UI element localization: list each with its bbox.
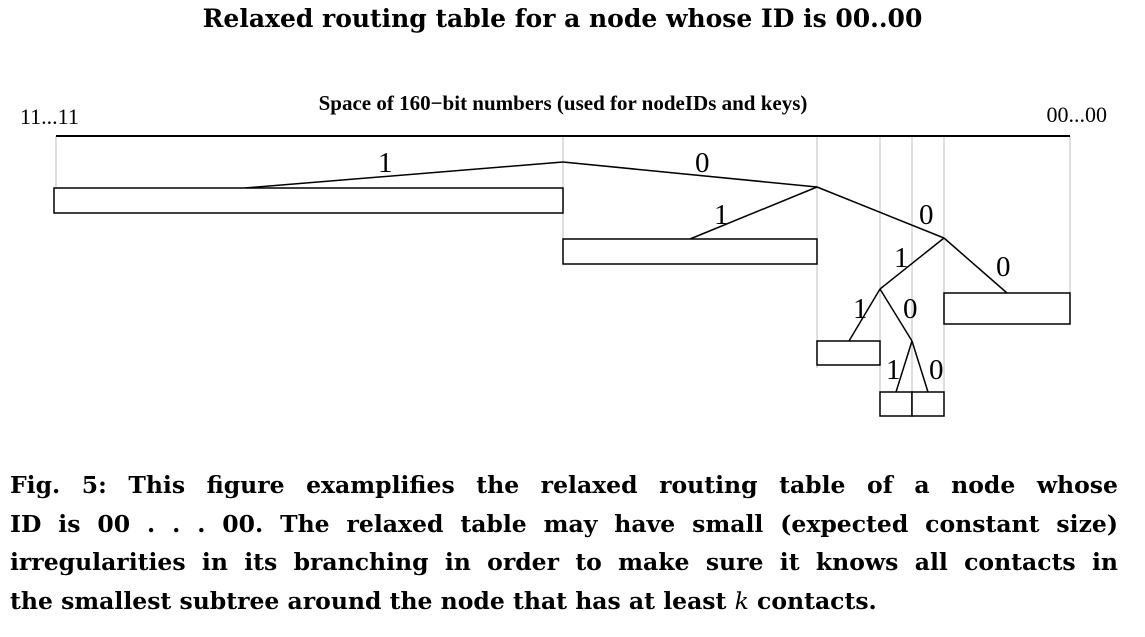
edge-root-0 bbox=[562, 161, 818, 188]
branch-label: 1 bbox=[714, 199, 729, 231]
edge-l3-0 bbox=[943, 237, 1008, 294]
bucket-prefix-01 bbox=[562, 238, 818, 265]
branch-label: 0 bbox=[695, 147, 710, 179]
edge-l5-1 bbox=[895, 340, 913, 393]
figure-title: Relaxed routing table for a node whose I… bbox=[202, 4, 923, 33]
caption-line: irregularities in its branching in order… bbox=[10, 548, 1118, 576]
branch-label: 1 bbox=[378, 147, 393, 179]
caption-line: ID is 00 . . . 00. The relaxed table may… bbox=[10, 509, 1118, 538]
caption-line: Fig. 5: This figure examplifies the rela… bbox=[10, 471, 1118, 499]
bucket-prefix-00100 bbox=[911, 391, 945, 417]
edge-l2-1 bbox=[689, 186, 818, 240]
buckets bbox=[53, 187, 1071, 417]
edge-l4-0 bbox=[879, 288, 913, 342]
left-end-label: 11...11 bbox=[20, 104, 79, 129]
caption-line-4-post: contacts. bbox=[757, 586, 877, 615]
right-end-label: 00...00 bbox=[1047, 102, 1108, 127]
bucket-prefix-1 bbox=[53, 187, 564, 214]
branch-label: 1 bbox=[853, 293, 868, 325]
branch-label: 0 bbox=[903, 293, 918, 325]
bucket-prefix-000 bbox=[943, 292, 1071, 325]
edge-l4-1 bbox=[848, 288, 881, 342]
branch-label: 1 bbox=[886, 354, 901, 386]
branch-labels: 1 0 1 0 1 0 1 0 1 0 bbox=[378, 147, 1011, 386]
edge-l5-0 bbox=[911, 340, 929, 393]
edge-root-1 bbox=[244, 161, 564, 189]
routing-table-diagram: Space of 160−bit numbers (used for nodeI… bbox=[20, 91, 1108, 417]
space-label: Space of 160−bit numbers (used for nodeI… bbox=[319, 91, 808, 115]
branch-label: 0 bbox=[919, 199, 934, 231]
branch-label: 0 bbox=[929, 354, 944, 386]
bucket-prefix-0011 bbox=[816, 340, 881, 366]
tree-edges bbox=[244, 161, 1008, 393]
caption-line: the smallest subtree around the node tha… bbox=[10, 582, 1118, 621]
edge-l3-1 bbox=[879, 237, 945, 290]
caption-line-4-pre: the smallest subtree around the node tha… bbox=[10, 586, 727, 615]
branch-label: 0 bbox=[996, 251, 1011, 283]
bucket-prefix-00101 bbox=[879, 391, 913, 417]
figure-caption: Fig. 5: This figure examplifies the rela… bbox=[10, 466, 1118, 620]
caption-variable-k: k bbox=[734, 586, 749, 615]
edge-l2-0 bbox=[816, 186, 945, 239]
branch-label: 1 bbox=[894, 242, 909, 274]
